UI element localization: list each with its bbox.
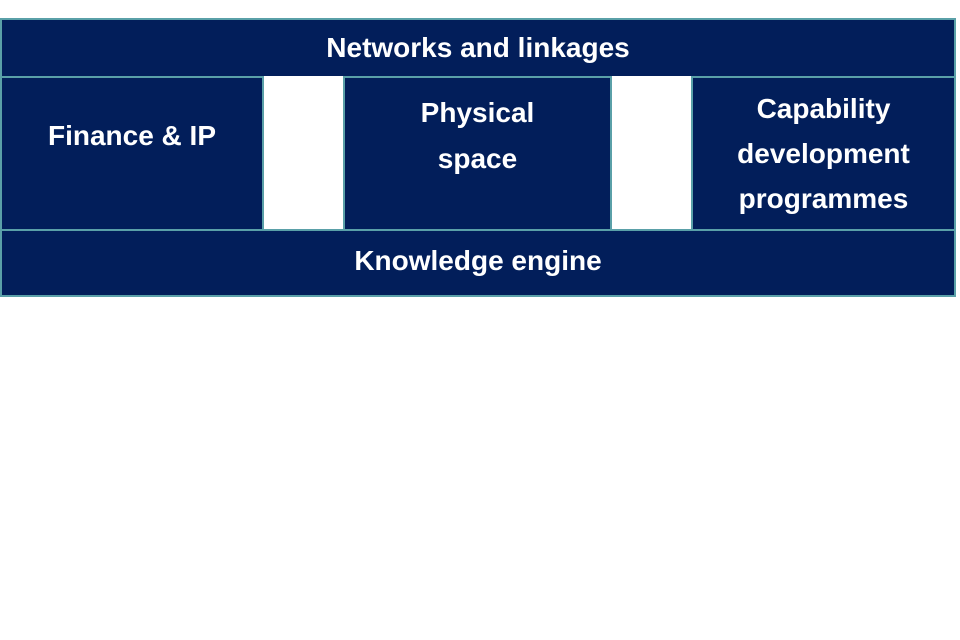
capability-development-label: Capability development programmes: [737, 93, 910, 214]
knowledge-engine-label: Knowledge engine: [354, 245, 602, 276]
framework-diagram: Networks and linkages Finance & IP Physi…: [0, 18, 956, 297]
finance-ip-label: Finance & IP: [47, 119, 217, 151]
pillar-gap: [264, 76, 343, 231]
pillar-gap: [612, 76, 691, 231]
networks-and-linkages-bar: Networks and linkages: [0, 18, 956, 78]
networks-and-linkages-label: Networks and linkages: [326, 32, 630, 63]
capability-development-pillar: Capability development programmes: [691, 76, 956, 231]
finance-ip-pillar: Finance & IP: [0, 76, 264, 231]
physical-space-label: Physical space: [420, 96, 535, 174]
physical-space-pillar: Physical space: [343, 76, 612, 231]
knowledge-engine-bar: Knowledge engine: [0, 229, 956, 297]
